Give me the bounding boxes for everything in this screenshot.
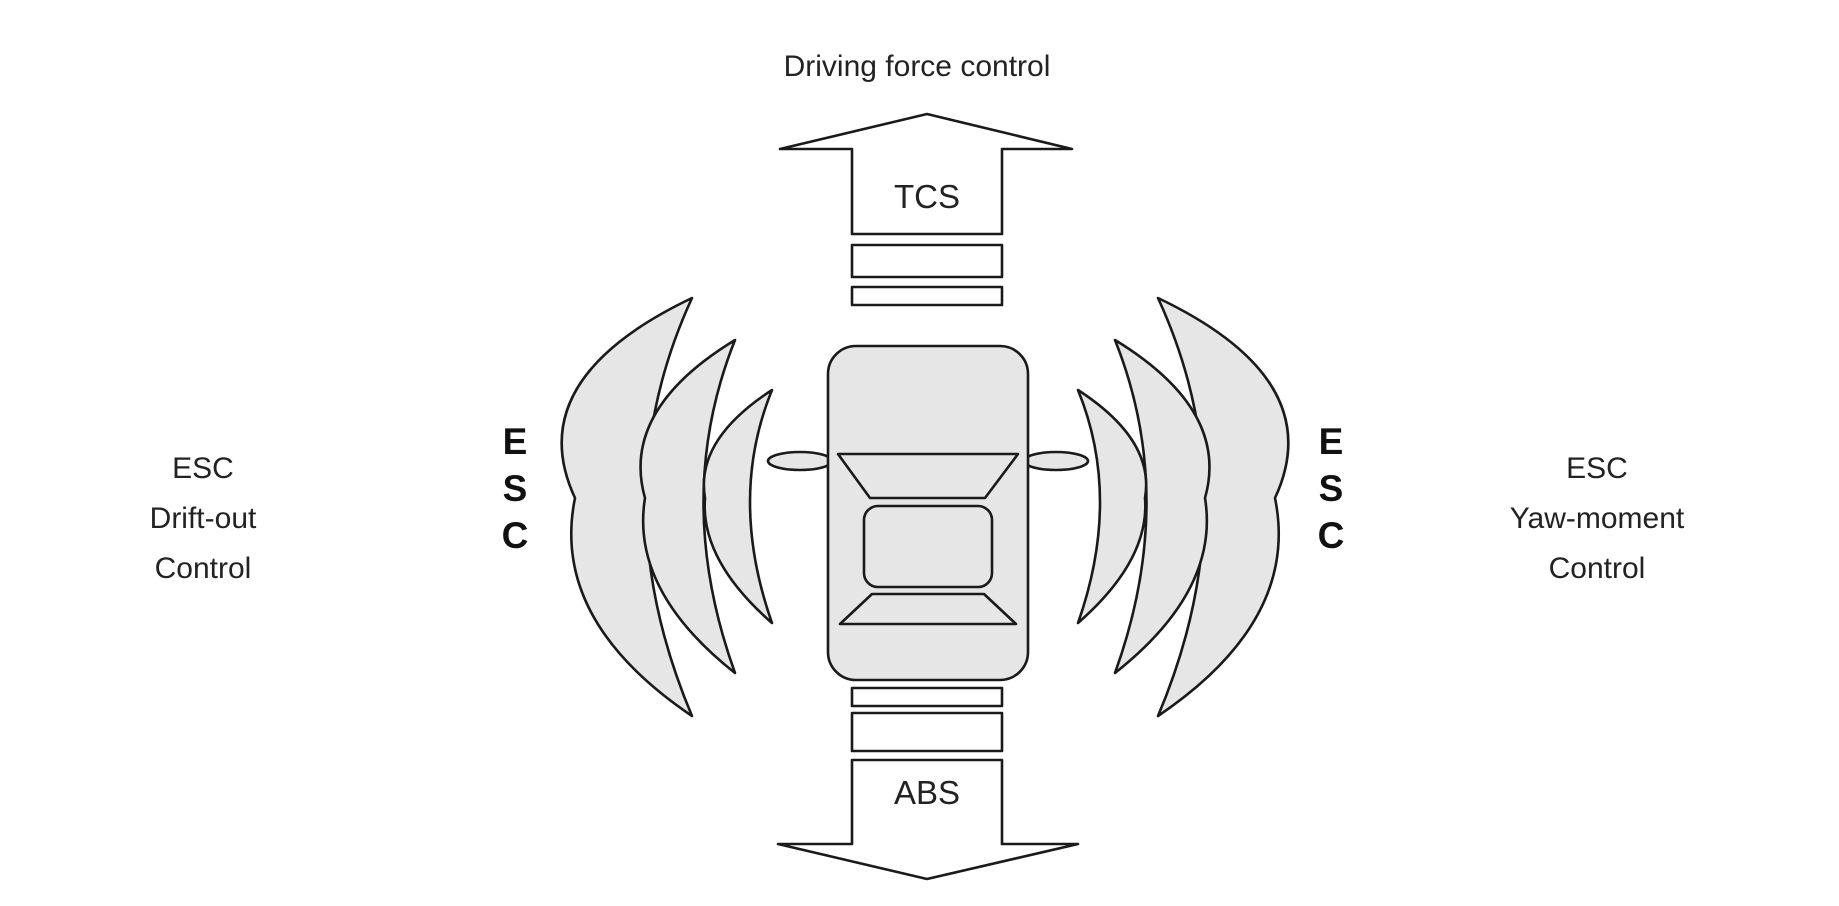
rear-bar-outer <box>850 711 1004 753</box>
left-caption-line-1: ESC <box>172 452 234 485</box>
car-top-view <box>766 344 1090 682</box>
roof <box>862 504 994 589</box>
right-arc-inner <box>1076 388 1148 625</box>
left-esc-letter-s: S <box>503 468 528 509</box>
left-caption-line-3: Control <box>155 552 252 585</box>
tcs-arrow <box>778 112 1074 236</box>
left-mirror <box>766 450 834 472</box>
left-caption-line-2: Drift-out <box>150 502 257 535</box>
right-esc-letter-c: C <box>1318 515 1345 556</box>
right-esc-letter-e: E <box>1319 421 1344 462</box>
right-caption-line-1: ESC <box>1566 452 1628 485</box>
windshield <box>836 452 1020 500</box>
right-mirror <box>1022 450 1090 472</box>
right-esc-letter-s: S <box>1319 468 1344 509</box>
right-caption-line-2: Yaw-moment <box>1510 502 1685 535</box>
tcs-label: TCS <box>894 178 960 215</box>
rear-bar-inner <box>850 686 1004 708</box>
rear-window <box>838 592 1018 626</box>
front-bar-outer <box>850 243 1004 279</box>
left-arc-inner <box>702 388 774 625</box>
abs-label: ABS <box>894 774 960 811</box>
front-bar-inner <box>850 285 1004 307</box>
right-caption-line-3: Control <box>1549 552 1646 585</box>
driving-force-label: Driving force control <box>784 50 1051 83</box>
abs-arrow <box>776 758 1080 881</box>
left-esc-letter-e: E <box>503 421 528 462</box>
left-esc-letter-c: C <box>502 515 529 556</box>
